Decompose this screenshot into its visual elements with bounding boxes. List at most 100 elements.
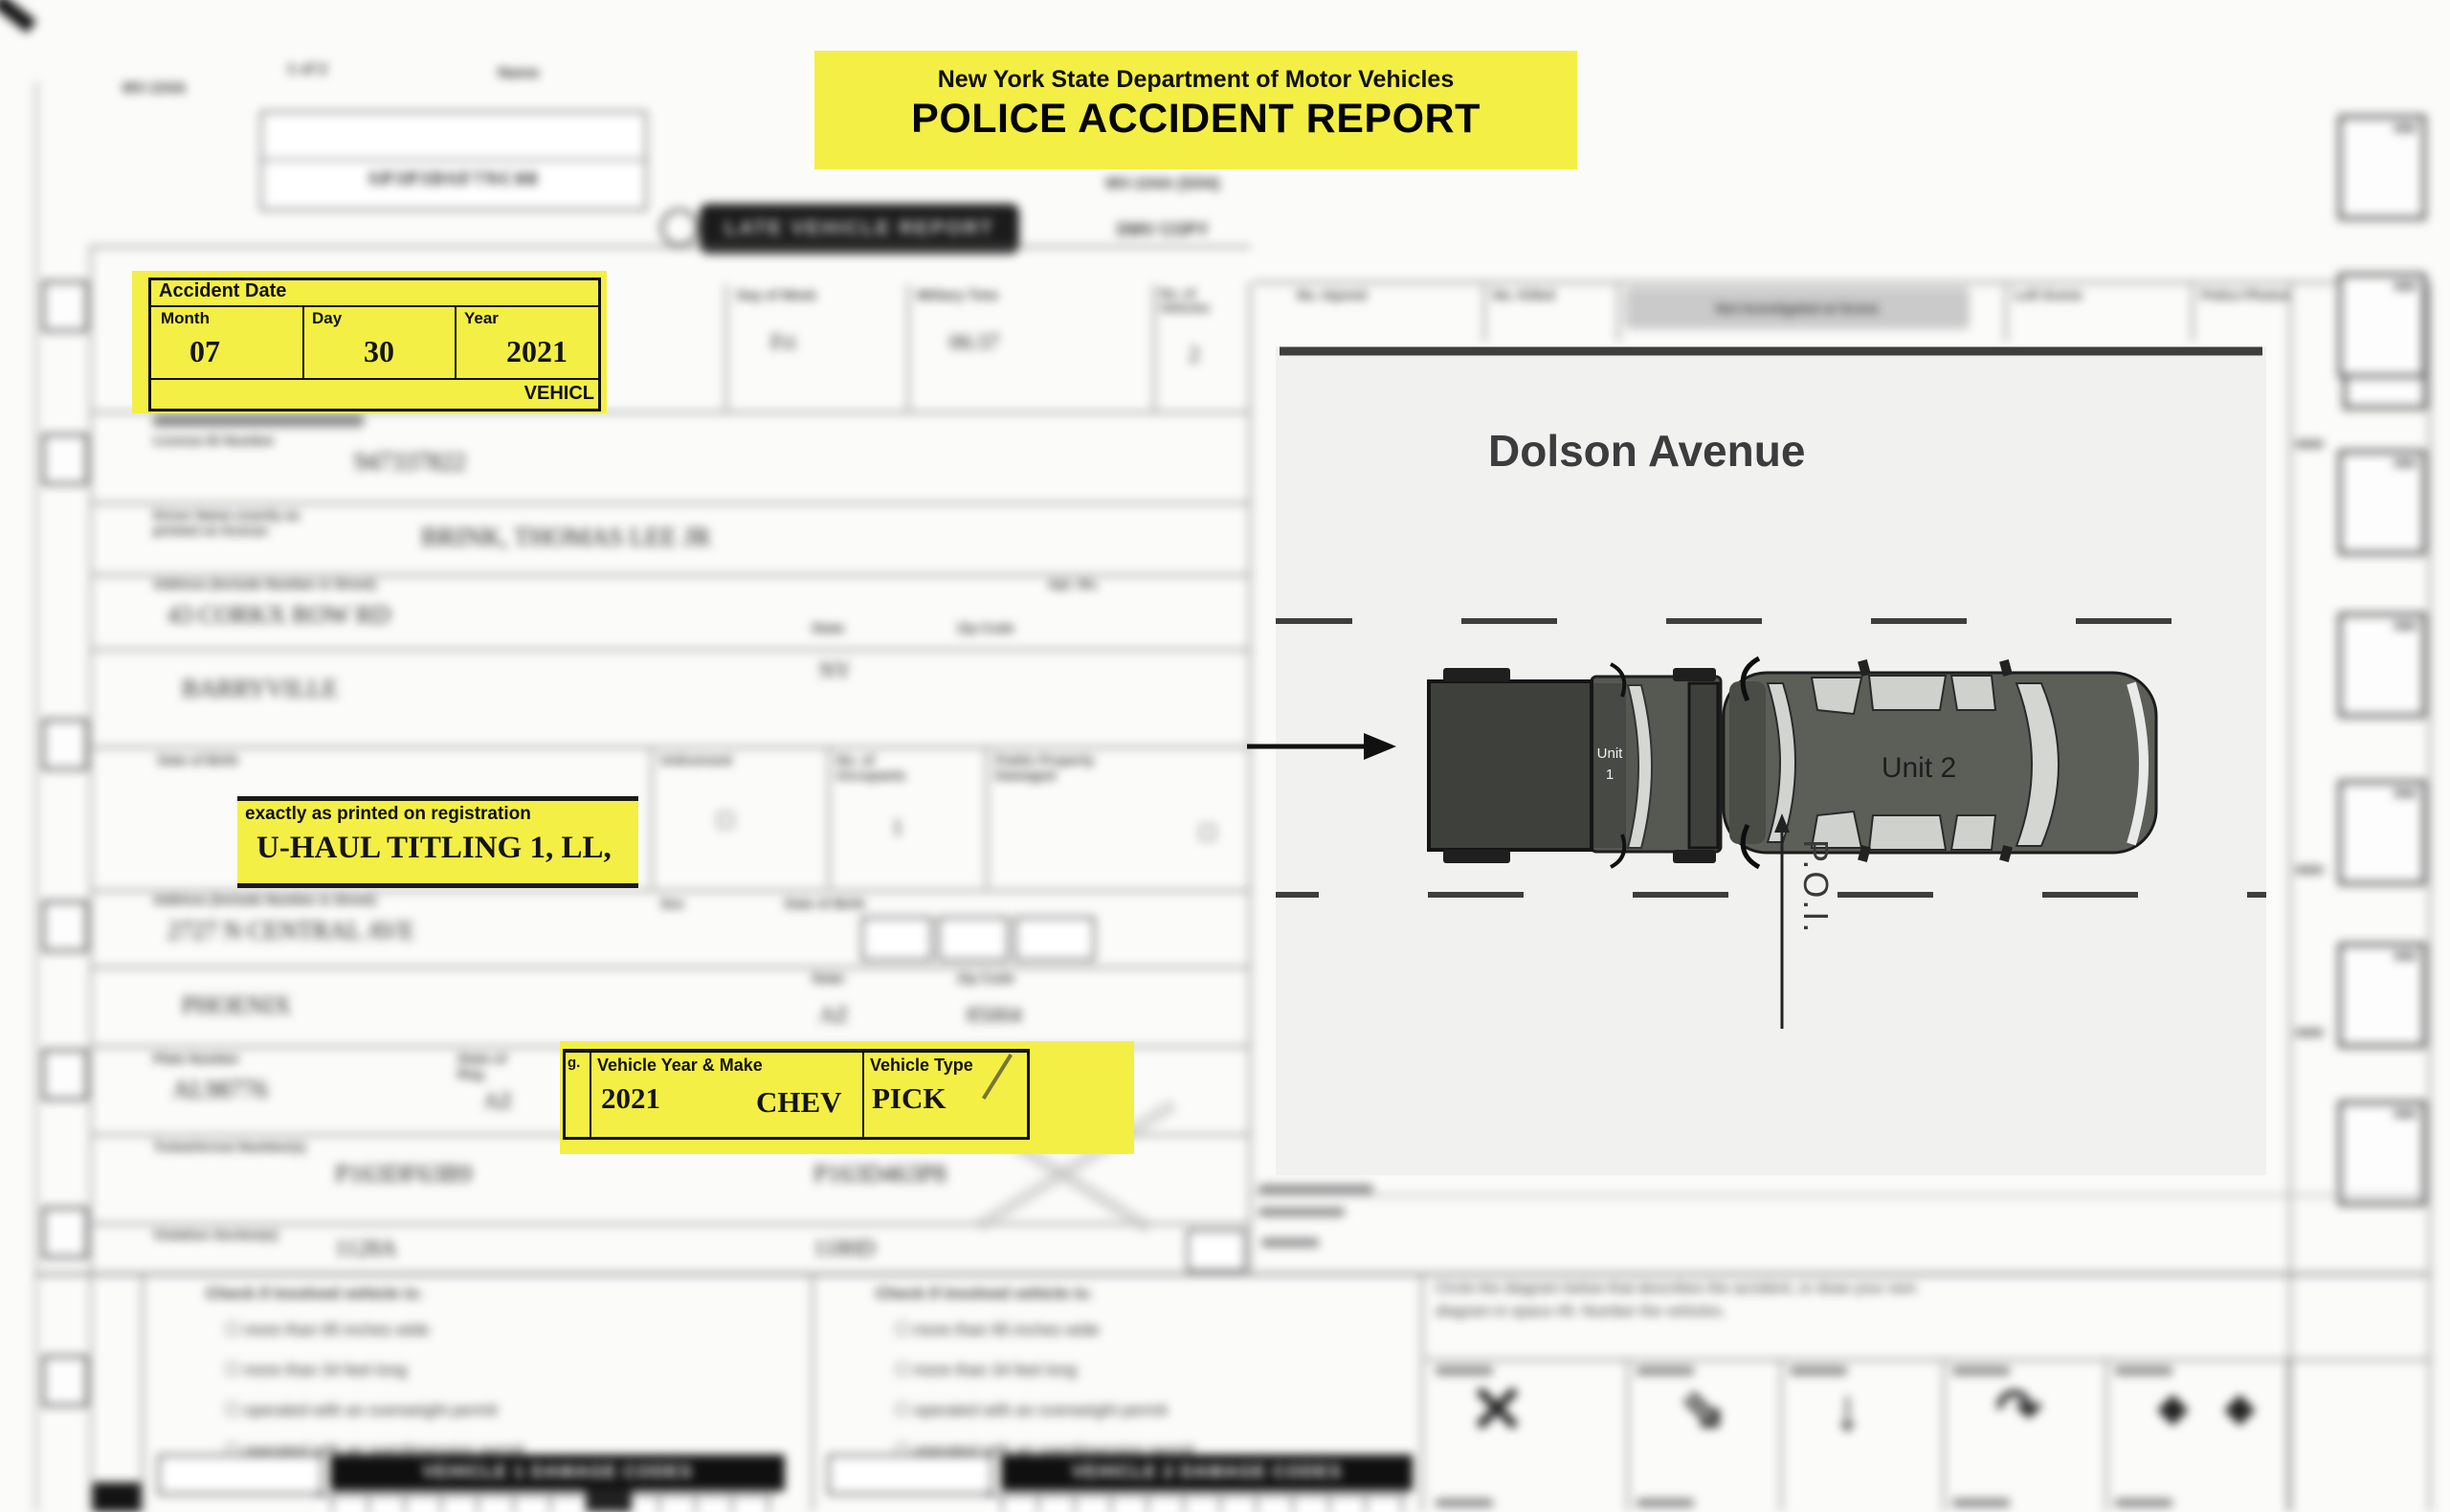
poi-marker: P.O.I. bbox=[1774, 813, 1836, 1029]
vehicle-section-partial-label: VEHICL bbox=[523, 383, 594, 404]
code-box[interactable] bbox=[2338, 115, 2426, 220]
code-box[interactable] bbox=[2338, 1101, 2426, 1206]
collision-glyph-straight[interactable]: ↓ bbox=[1833, 1377, 1862, 1443]
license-id-label: License ID Number bbox=[153, 433, 275, 448]
report-title: POLICE ACCIDENT REPORT bbox=[911, 96, 1481, 142]
checklist-item-label: operated with an overweight permit bbox=[243, 1401, 498, 1419]
plate-number-value: AL98776 bbox=[172, 1076, 268, 1103]
checklist1-item: ☐ more than 95 inches wide bbox=[225, 1321, 430, 1340]
code-box[interactable] bbox=[2338, 780, 2426, 885]
registrant-name-value: U-HAUL TITLING 1, LL, bbox=[256, 831, 612, 865]
checkbox-icon[interactable]: ☐ bbox=[895, 1401, 910, 1419]
accident-diagram-canvas: Dolson Avenue Unit 1 bbox=[1247, 346, 2266, 1175]
checkbox-icon[interactable]: ☐ bbox=[225, 1321, 240, 1339]
section-box bbox=[42, 1355, 88, 1407]
code-box[interactable] bbox=[2338, 612, 2426, 718]
owner-dob-label: Date of Birth bbox=[785, 896, 865, 911]
collision-glyph-turn[interactable]: ↷ bbox=[1995, 1378, 2042, 1440]
precinct-box: SP3P3DSF7NC08 bbox=[260, 111, 647, 211]
section-box bbox=[42, 434, 88, 485]
checkbox-icon[interactable]: ☐ bbox=[225, 1361, 240, 1379]
vehicle1-damage-bar: VEHICLE 1 DAMAGE CODES bbox=[330, 1455, 785, 1491]
owner-state-label: State bbox=[812, 970, 845, 986]
form-line bbox=[2429, 282, 2431, 1512]
checkbox-icon[interactable]: ☐ bbox=[895, 1321, 910, 1339]
killed-label: No. Killed bbox=[1493, 287, 1555, 302]
scan-corner-mark bbox=[0, 0, 37, 33]
code-box[interactable] bbox=[2338, 273, 2426, 378]
unit1-pickup-truck: Unit 1 bbox=[1427, 662, 1723, 869]
owner-address-label: Address (Include Number & Street) bbox=[153, 892, 376, 907]
year-make-cell[interactable]: Vehicle Year & Make 2021 CHEV bbox=[591, 1053, 864, 1137]
checklist-item-label: more than 95 inches wide bbox=[913, 1321, 1100, 1339]
num-vehicles-value: 2 bbox=[1189, 343, 1200, 367]
reg-partial-label: g. bbox=[568, 1055, 581, 1071]
not-investigated-pill: Not Investigated at Scene bbox=[1625, 287, 1970, 329]
day-of-week-value: Fri bbox=[770, 330, 796, 354]
dob-month-box[interactable] bbox=[861, 917, 932, 961]
car-windshield bbox=[2015, 682, 2060, 847]
form-line bbox=[2289, 282, 2291, 1512]
report-header-highlight: New York State Department of Motor Vehic… bbox=[814, 51, 1577, 169]
checkbox-icon[interactable]: ☐ bbox=[895, 1361, 910, 1379]
truck-windshield bbox=[1626, 684, 1653, 849]
unit2-car: Unit 2 bbox=[1722, 656, 2158, 870]
code-box[interactable] bbox=[2338, 943, 2426, 1048]
damage-code-cell[interactable] bbox=[158, 1455, 323, 1495]
badge-checkbox-circle[interactable] bbox=[660, 209, 699, 247]
month-cell[interactable]: Month 07 bbox=[151, 307, 304, 378]
collision-glyph-crossing[interactable]: ✕ bbox=[1469, 1372, 1526, 1447]
vehicle-type-label: Vehicle Type bbox=[870, 1056, 973, 1075]
violation-value-2: 1180D bbox=[813, 1236, 876, 1261]
collision-glyph-headon[interactable]: ◆ ◆ bbox=[2158, 1387, 2268, 1429]
unlicensed-checkbox[interactable]: ☐ bbox=[716, 809, 735, 833]
small-code-box[interactable] bbox=[1187, 1230, 1246, 1272]
vehicle-type-value: PICK bbox=[872, 1081, 947, 1115]
public-property-checkbox[interactable]: ☐ bbox=[1198, 821, 1217, 845]
plate-number-label: Plate Number bbox=[153, 1051, 240, 1066]
dob-day-box[interactable] bbox=[938, 917, 1009, 961]
dob-label: Date of Birth bbox=[158, 752, 238, 767]
state-value: NY bbox=[819, 658, 852, 682]
damage-code-boxes-row bbox=[986, 1495, 1407, 1512]
violation-value-1: 1128A bbox=[335, 1236, 397, 1261]
accident-date-highlight: Accident Date Month 07 Day 30 Year 2021 … bbox=[132, 271, 607, 413]
collision-glyph-angle[interactable]: ⇘ bbox=[1680, 1378, 1726, 1440]
damage-code-cell[interactable] bbox=[828, 1455, 992, 1495]
checklist-item-label: more than 95 inches wide bbox=[243, 1321, 430, 1339]
owner-address-value: 2727 N CENTRAL AVE bbox=[167, 917, 414, 945]
not-investigated-label: Not Investigated at Scene bbox=[1715, 300, 1880, 316]
checkbox-icon[interactable]: ☐ bbox=[225, 1401, 240, 1419]
vehicle-make-value: CHEV bbox=[756, 1085, 842, 1119]
checklist1-item: ☐ operated with an overweight permit bbox=[225, 1401, 498, 1420]
state-label: State bbox=[812, 620, 845, 635]
left-scene-label: Left Scene bbox=[2015, 287, 2082, 302]
registrant-highlight: exactly as printed on registration U-HAU… bbox=[237, 796, 638, 888]
section-header-smudge bbox=[153, 415, 364, 427]
checklist1-item: ☐ more than 34 feet long bbox=[225, 1361, 407, 1380]
violation-label: Violation Section(s) bbox=[153, 1227, 278, 1242]
ticket-label: Ticket/Arrest Number(s) bbox=[153, 1139, 306, 1154]
driver-address-label: Address (Include Number & Street) bbox=[153, 576, 376, 591]
code-box[interactable] bbox=[2338, 450, 2426, 555]
checklist2-header: Check if involved vehicle is: bbox=[876, 1284, 1093, 1302]
checklist2-item: ☐ operated with an overweight permit bbox=[895, 1401, 1168, 1420]
dob-year-box[interactable] bbox=[1014, 917, 1095, 961]
checklist1-header: Check if involved vehicle is: bbox=[206, 1284, 423, 1302]
form-line bbox=[35, 81, 37, 1512]
late-report-badge-label: LATE VEHICLE REPORT bbox=[724, 217, 994, 239]
owner-state-value: AZ bbox=[819, 1003, 849, 1027]
year-value: 2021 bbox=[506, 334, 568, 368]
month-label: Month bbox=[161, 309, 210, 327]
day-cell[interactable]: Day 30 bbox=[304, 307, 457, 378]
unit1-label-line1: Unit bbox=[1597, 745, 1624, 762]
vehicle-type-cell[interactable]: Vehicle Type PICK bbox=[864, 1053, 1027, 1137]
military-time-label: Military Time bbox=[917, 287, 999, 302]
state-of-reg-partial-cell: g. bbox=[566, 1053, 591, 1137]
dmv-copy-label: DMV COPY bbox=[1116, 220, 1209, 239]
section-box bbox=[42, 1207, 88, 1258]
scan-mark bbox=[93, 1482, 141, 1512]
year-cell[interactable]: Year 2021 bbox=[457, 307, 598, 378]
unlicensed-label: Unlicensed bbox=[660, 752, 732, 767]
